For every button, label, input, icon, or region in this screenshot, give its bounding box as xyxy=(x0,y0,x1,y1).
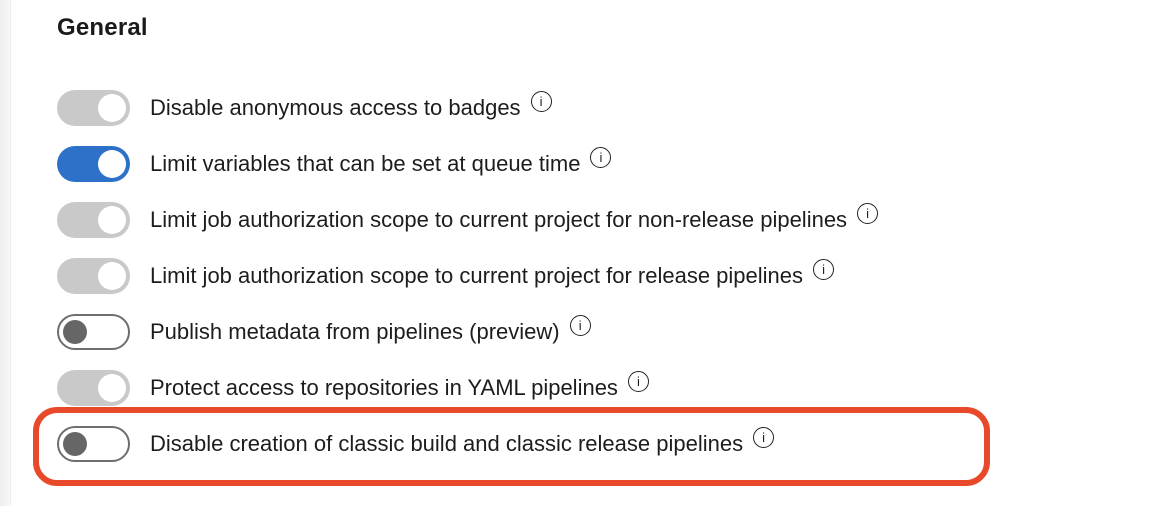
setting-label: Disable anonymous access to badges xyxy=(150,95,521,120)
setting-row: Disable anonymous access to badges i xyxy=(57,80,1153,136)
toggle-knob xyxy=(98,94,126,122)
setting-row: Publish metadata from pipelines (preview… xyxy=(57,304,1153,360)
setting-label: Protect access to repositories in YAML p… xyxy=(150,375,618,400)
toggle-knob xyxy=(63,432,87,456)
info-icon[interactable]: i xyxy=(857,202,879,224)
toggle-switch[interactable] xyxy=(57,202,130,238)
toggle-knob xyxy=(98,374,126,402)
setting-row: Disable creation of classic build and cl… xyxy=(33,407,1153,486)
setting-row: Limit job authorization scope to current… xyxy=(57,248,1153,304)
toggle-switch[interactable] xyxy=(57,258,130,294)
info-icon[interactable]: i xyxy=(627,370,649,392)
toggle-switch[interactable] xyxy=(57,370,130,406)
info-icon[interactable]: i xyxy=(813,258,835,280)
setting-label: Limit job authorization scope to current… xyxy=(150,263,804,288)
info-icon[interactable]: i xyxy=(530,90,552,112)
toggle-knob xyxy=(63,320,87,344)
section-heading: General xyxy=(57,14,148,41)
toggle-switch[interactable] xyxy=(57,426,130,462)
info-icon-glyph: i xyxy=(822,261,825,277)
info-icon-glyph: i xyxy=(539,93,543,109)
setting-label: Limit job authorization scope to current… xyxy=(150,207,848,232)
setting-row: Limit variables that can be set at queue… xyxy=(57,136,1153,192)
settings-list: Disable anonymous access to badges i Lim… xyxy=(33,80,1153,486)
info-icon-glyph: i xyxy=(599,149,603,165)
info-icon-glyph: i xyxy=(636,373,640,389)
setting-label: Limit variables that can be set at queue… xyxy=(150,151,581,176)
info-icon-glyph: i xyxy=(762,429,766,445)
setting-row: Protect access to repositories in YAML p… xyxy=(57,360,1153,416)
setting-label: Publish metadata from pipelines (preview… xyxy=(150,319,560,344)
toggle-knob xyxy=(98,206,126,234)
setting-row: Limit job authorization scope to current… xyxy=(57,192,1153,248)
general-settings-section: General Disable anonymous access to badg… xyxy=(33,0,1153,486)
info-icon[interactable]: i xyxy=(753,426,775,448)
info-icon-glyph: i xyxy=(866,205,869,221)
toggle-switch[interactable] xyxy=(57,90,130,126)
setting-label: Disable creation of classic build and cl… xyxy=(150,431,744,456)
toggle-knob xyxy=(98,150,126,178)
info-icon[interactable]: i xyxy=(569,314,591,336)
panel-left-edge xyxy=(0,0,11,506)
info-icon[interactable]: i xyxy=(590,146,612,168)
toggle-switch[interactable] xyxy=(57,146,130,182)
toggle-switch[interactable] xyxy=(57,314,130,350)
toggle-knob xyxy=(98,262,126,290)
info-icon-glyph: i xyxy=(578,317,582,333)
